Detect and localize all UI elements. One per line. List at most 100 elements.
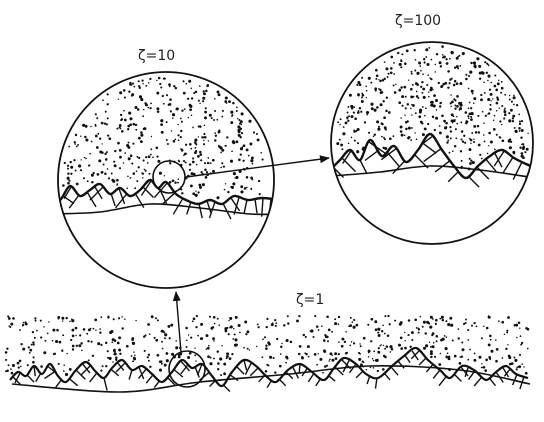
stipple-dot	[422, 133, 425, 136]
stipple-dot	[191, 97, 193, 99]
stipple-dot	[358, 358, 361, 361]
stipple-dot	[262, 338, 264, 340]
stipple-dot	[234, 338, 237, 341]
stipple-dot	[435, 117, 438, 120]
stipple-dot	[111, 341, 113, 343]
stipple-dot	[394, 320, 396, 322]
stipple-dot	[425, 107, 427, 109]
hatch-stroke	[342, 158, 356, 172]
stipple-dot	[201, 136, 203, 138]
stipple-dot	[481, 367, 483, 369]
stipple-dot	[156, 107, 159, 110]
stipple-dot	[8, 317, 11, 320]
hatch-stroke	[36, 373, 41, 382]
stipple-dot	[202, 100, 204, 102]
stipple-dot	[340, 144, 343, 147]
stipple-dot	[390, 67, 393, 70]
stipple-dot	[114, 150, 116, 152]
stipple-dot	[238, 324, 241, 327]
stipple-dot	[423, 347, 426, 350]
stipple-dot	[465, 78, 468, 81]
stipple-dot	[318, 329, 320, 331]
stipple-dot	[240, 190, 243, 193]
stipple-dot	[456, 116, 457, 117]
stipple-dot	[225, 96, 228, 99]
stipple-dot	[435, 335, 438, 338]
stipple-dot	[356, 150, 359, 153]
stipple-dot	[360, 111, 362, 113]
stipple-dot	[101, 122, 104, 125]
hatch-stroke	[328, 375, 335, 381]
hatch-stroke	[207, 201, 211, 214]
stipple-dot	[92, 355, 94, 357]
stipple-dot	[431, 59, 433, 61]
stipple-dot	[99, 328, 101, 330]
stipple-dot	[467, 339, 469, 341]
stipple-dot	[164, 78, 166, 80]
stipple-dot	[246, 176, 249, 179]
stipple-dot	[75, 335, 76, 336]
stipple-dot	[465, 74, 467, 76]
stipple-dot	[239, 332, 241, 334]
stipple-dot	[349, 94, 352, 97]
stipple-dot	[12, 364, 15, 367]
stipple-dot	[82, 124, 85, 127]
stipple-dot	[328, 329, 331, 332]
stipple-dot	[161, 330, 164, 333]
stipple-dot	[279, 365, 282, 368]
stipple-dot	[204, 125, 206, 127]
stipple-dot	[131, 93, 134, 96]
hatch-stroke	[111, 193, 115, 206]
stipple-dot	[95, 125, 97, 127]
stipple-dot	[476, 326, 478, 328]
stipple-dot	[382, 368, 385, 371]
stipple-dot	[385, 67, 388, 70]
stipple-dot	[456, 82, 459, 85]
stipple-dot	[399, 323, 402, 326]
stipple-dot	[463, 323, 465, 325]
stipple-dot	[450, 94, 452, 96]
stipple-dot	[359, 107, 361, 109]
stipple-dot	[132, 83, 134, 85]
stipple-dot	[169, 98, 172, 101]
stipple-dot	[391, 348, 394, 351]
hatch-stroke	[316, 378, 321, 386]
stipple-dot	[5, 351, 8, 354]
stipple-dot	[457, 68, 459, 70]
stipple-dot	[510, 109, 513, 112]
stipple-dot	[422, 73, 424, 75]
stipple-dot	[76, 183, 79, 186]
stipple-dot	[230, 160, 233, 163]
stipple-dot	[332, 355, 333, 356]
stipple-dot	[501, 139, 504, 142]
stipple-dot	[191, 172, 194, 175]
stipple-dot	[212, 170, 215, 173]
stipple-dot	[473, 102, 475, 104]
stipple-dot	[113, 350, 116, 353]
stipple-dot	[206, 334, 209, 337]
stipple-dot	[377, 370, 379, 372]
stipple-dot	[147, 356, 149, 358]
arrow-mid-to-high	[186, 158, 329, 177]
stipple-dot	[32, 331, 34, 333]
stipple-dot	[232, 141, 235, 144]
stipple-dot	[100, 316, 102, 318]
stipple-dot	[126, 144, 129, 147]
stipple-dot	[95, 135, 98, 138]
stipple-dot	[250, 188, 252, 190]
hatch-stroke	[69, 378, 78, 385]
stipple-dot	[347, 120, 349, 122]
stipple-dot	[133, 86, 135, 88]
stipple-dot	[386, 345, 389, 348]
stipple-dot	[169, 162, 171, 164]
stipple-dot	[438, 82, 440, 84]
stipple-dot	[527, 348, 529, 350]
stipple-dot	[446, 336, 448, 338]
stipple-dot	[450, 137, 452, 139]
stipple-dot	[175, 87, 177, 89]
stipple-dot	[357, 142, 359, 144]
stipple-dot	[150, 102, 152, 104]
stipple-dot	[353, 326, 356, 329]
stipple-dot	[257, 323, 259, 325]
stipple-dot	[468, 117, 469, 118]
